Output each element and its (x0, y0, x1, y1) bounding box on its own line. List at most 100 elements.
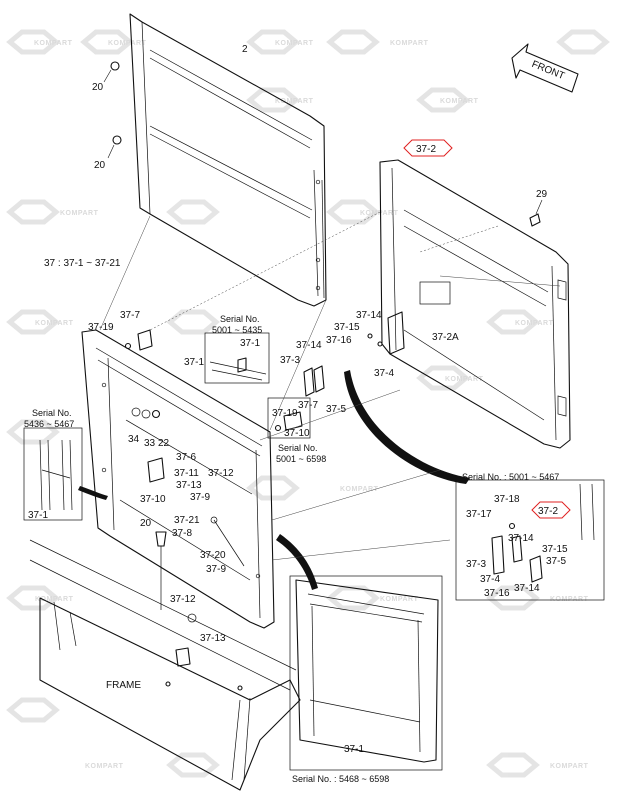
watermark-logo: KOMPART (6, 309, 73, 335)
label-37-21: 37-21 (174, 515, 200, 526)
watermark-logo: KOMPART (6, 29, 73, 55)
watermark-logo: KOMPART (246, 29, 314, 55)
label-20-lower: 20 (140, 518, 152, 529)
label-serial-left: Serial No. (32, 408, 72, 418)
watermark-logo: KOMPART (6, 585, 74, 611)
svg-text:KOMPART: KOMPART (380, 596, 419, 603)
label-37-4-right: 37-4 (480, 574, 500, 585)
label-37-7-mid: 37-7 (298, 400, 318, 411)
label-serial-mid-range: 5001 ~ 6598 (276, 454, 326, 464)
label-29: 29 (536, 189, 548, 200)
label-37-3-mid: 37-3 (280, 355, 300, 366)
label-37-12-lower: 37-12 (170, 594, 196, 605)
label-37-6: 37-6 (176, 452, 196, 463)
bolt-37-7-19-top (124, 329, 153, 351)
watermark-logo: KOMPART (326, 29, 428, 55)
label-37-20: 37-20 (200, 550, 226, 561)
watermark-logo: KOMPART (246, 87, 314, 113)
label-37-19-top: 37-19 (88, 322, 114, 333)
label-37-8: 37-8 (172, 528, 192, 539)
hinge-bracket-37-6 (147, 457, 165, 483)
watermark-logo: KOMPART (486, 585, 589, 611)
watermark-logo: KOMPART (246, 475, 379, 501)
bolt-20-top (103, 61, 120, 83)
inset-serial-5436-5467 (23, 427, 83, 521)
label-serial-top-range: 5001 ~ 5435 (212, 325, 262, 335)
label-2: 2 (242, 44, 248, 55)
label-37-2-top: 37-2 (416, 144, 436, 155)
label-37-14-mid: 37-14 (296, 340, 322, 351)
inset-serial-5001-5435 (204, 332, 270, 384)
watermark-logo: KOMPART (416, 365, 484, 391)
label-37-10-mid: 37-10 (284, 428, 310, 439)
inset-bolt-5001-6598 (267, 397, 311, 439)
bracket-37-4 (367, 311, 405, 355)
bolt-20-lower (155, 531, 167, 610)
inset-serial-5001-5467 (455, 479, 605, 601)
label-20-top: 20 (92, 82, 104, 93)
svg-text:KOMPART: KOMPART (275, 98, 314, 105)
callout-curve-left (78, 486, 108, 500)
bracket-37-3-37-5 (303, 365, 325, 397)
svg-text:KOMPART: KOMPART (60, 210, 99, 217)
cover-panel-2 (129, 13, 327, 307)
label-37-5-mid: 37-5 (326, 404, 346, 415)
washers-34-33-22 (131, 407, 161, 419)
watermark-logo: KOMPART (326, 199, 399, 225)
watermark-logo: KOMPART (486, 752, 588, 778)
label-37-11: 37-11 (174, 468, 199, 479)
label-37-14-top: 37-14 (356, 310, 382, 321)
svg-text:KOMPART: KOMPART (34, 40, 73, 47)
label-33: 33 (144, 438, 156, 449)
label-37-2-right-inset: 37-2 (538, 506, 558, 517)
label-37-1-bottom-inset: 37-1 (344, 744, 364, 755)
inset-serial-5468-6598 (289, 575, 443, 771)
label-serial-left-range: 5436 ~ 5467 (24, 419, 74, 429)
svg-text:KOMPART: KOMPART (35, 596, 74, 603)
label-37-19-mid: 37-19 (272, 408, 298, 419)
watermark-logo: KOMPART (326, 585, 419, 611)
label-37-1-top-inset: 37-1 (240, 338, 260, 349)
svg-text:KOMPART: KOMPART (360, 210, 399, 217)
label-37-17: 37-17 (466, 509, 492, 520)
callout-curve-bottom (276, 534, 318, 590)
label-37-16-right: 37-16 (484, 588, 510, 599)
label-37-5-right: 37-5 (546, 556, 566, 567)
watermark-logo (6, 697, 60, 723)
svg-text:KOMPART: KOMPART (108, 40, 147, 47)
label-37-range: 37 : 37-1 ~ 37-21 (44, 258, 121, 269)
label-37-7-top: 37-7 (120, 310, 140, 321)
pin-29 (529, 199, 543, 227)
svg-text:KOMPART: KOMPART (515, 320, 554, 327)
label-37-1-main: 37-1 (184, 357, 204, 368)
label-serial-right: Serial No. : 5001 ~ 5467 (462, 472, 559, 482)
door-panel-37-2 (379, 159, 571, 449)
label-22: 22 (158, 438, 170, 449)
svg-text:KOMPART: KOMPART (85, 763, 124, 770)
watermark-logo (6, 419, 60, 445)
label-37-3-right: 37-3 (466, 559, 486, 570)
svg-text:KOMPART: KOMPART (340, 486, 379, 493)
watermark-logo: KOMPART (6, 199, 99, 225)
label-37-14-right-b: 37-14 (514, 583, 540, 594)
svg-text:FRONT: FRONT (530, 59, 566, 82)
red-highlight-37-2 (403, 139, 453, 157)
label-serial-bottom: Serial No. : 5468 ~ 6598 (292, 774, 389, 784)
callout-curve-right (344, 370, 470, 484)
watermark-logo (166, 199, 220, 225)
svg-text:KOMPART: KOMPART (445, 376, 484, 383)
watermark-logo (166, 309, 220, 335)
label-37-4-top: 37-4 (374, 368, 394, 379)
label-34: 34 (128, 434, 140, 445)
label-37-10-left: 37-10 (140, 494, 166, 505)
label-37-2A: 37-2A (432, 332, 459, 343)
label-37-9-lower: 37-9 (206, 564, 226, 575)
label-37-9-top: 37-9 (190, 492, 210, 503)
watermark-layer: KOMPART KOMPART KOMPART KOMPART KOMPART … (6, 29, 610, 778)
watermark-logo: KOMPART (85, 752, 220, 778)
svg-text:KOMPART: KOMPART (275, 40, 314, 47)
svg-text:KOMPART: KOMPART (550, 596, 589, 603)
rod-37-20 (210, 516, 245, 567)
